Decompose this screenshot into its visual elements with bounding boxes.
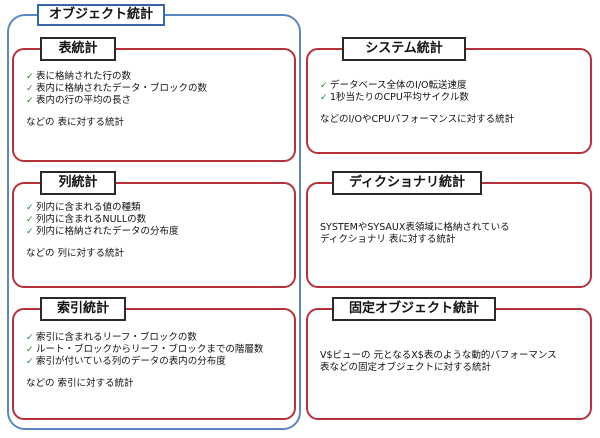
table-stats-trailer: などの 表に対する統計 xyxy=(26,117,125,128)
list-item: ✓表内に格納されたデータ・ブロックの数 xyxy=(26,83,208,94)
dictionary-stats-card: ディクショナリ統計 SYSTEMやSYSAUX表領域に格納されている ディクショ… xyxy=(306,171,592,288)
check-icon: ✓ xyxy=(26,84,34,94)
check-icon: ✓ xyxy=(320,81,328,91)
column-stats-card: 列統計 ✓列内に含まれる値の種類 ✓列内に含まれるNULLの数 ✓列内に格納され… xyxy=(12,171,296,288)
column-stats-title: 列統計 xyxy=(40,171,116,195)
fixed-object-stats-body: V$ビューの 元となるX$表のような動的パフォーマンス 表などの固定オブジェクト… xyxy=(320,350,582,374)
dictionary-stats-line: SYSTEMやSYSAUX表領域に格納されている xyxy=(320,222,510,233)
index-stats-card: 索引統計 ✓索引に含まれるリーフ・ブロックの数 ✓ルート・ブロックからリーフ・ブ… xyxy=(12,297,296,420)
index-stats-trailer: などの 索引に対する統計 xyxy=(26,378,134,389)
check-icon: ✓ xyxy=(26,72,34,82)
fixed-object-stats-line: 表などの固定オブジェクトに対する統計 xyxy=(320,362,492,373)
check-icon: ✓ xyxy=(26,215,34,225)
check-icon: ✓ xyxy=(320,93,328,103)
system-stats-card: システム統計 ✓データベース全体のI/O転送速度 ✓1秒当たりのCPU平均サイク… xyxy=(306,37,592,154)
list-item: ✓列内に格納されたデータの分布度 xyxy=(26,226,179,237)
list-item: ✓ルート・ブロックからリーフ・ブロックまでの階層数 xyxy=(26,344,264,355)
dictionary-stats-line: ディクショナリ 表に対する統計 xyxy=(320,234,456,245)
fixed-object-stats-line: V$ビューの 元となるX$表のような動的パフォーマンス xyxy=(320,350,557,361)
check-icon: ✓ xyxy=(26,345,34,355)
column-stats-body: ✓列内に含まれる値の種類 ✓列内に含まれるNULLの数 ✓列内に格納されたデータ… xyxy=(26,202,286,260)
list-item: ✓列内に含まれるNULLの数 xyxy=(26,214,147,225)
list-item: ✓列内に含まれる値の種類 xyxy=(26,202,141,213)
system-stats-trailer: などのI/OやCPUパフォーマンスに対する統計 xyxy=(320,114,515,125)
list-item: ✓データベース全体のI/O転送速度 xyxy=(320,80,467,91)
table-stats-card: 表統計 ✓表に格納された行の数 ✓表内に格納されたデータ・ブロックの数 ✓表内の… xyxy=(12,37,296,162)
list-item: ✓索引に含まれるリーフ・ブロックの数 xyxy=(26,332,197,343)
list-item: ✓表内の行の平均の長さ xyxy=(26,95,132,106)
column-stats-trailer: などの 列に対する統計 xyxy=(26,248,125,259)
dictionary-stats-title: ディクショナリ統計 xyxy=(332,171,482,195)
check-icon: ✓ xyxy=(26,333,34,343)
table-stats-body: ✓表に格納された行の数 ✓表内に格納されたデータ・ブロックの数 ✓表内の行の平均… xyxy=(26,71,286,129)
index-stats-body: ✓索引に含まれるリーフ・ブロックの数 ✓ルート・ブロックからリーフ・ブロックまで… xyxy=(26,332,286,390)
object-stats-title: オブジェクト統計 xyxy=(37,4,166,26)
list-item: ✓索引が付いている列のデータの表内の分布度 xyxy=(26,356,226,367)
system-stats-body: ✓データベース全体のI/O転送速度 ✓1秒当たりのCPU平均サイクル数 などのI… xyxy=(320,80,582,126)
index-stats-title: 索引統計 xyxy=(40,297,126,321)
check-icon: ✓ xyxy=(26,357,34,367)
list-item: ✓表に格納された行の数 xyxy=(26,71,132,82)
check-icon: ✓ xyxy=(26,227,34,237)
check-icon: ✓ xyxy=(26,203,34,213)
list-item: ✓1秒当たりのCPU平均サイクル数 xyxy=(320,92,469,103)
table-stats-title: 表統計 xyxy=(40,37,116,61)
fixed-object-stats-title: 固定オブジェクト統計 xyxy=(332,297,496,321)
fixed-object-stats-card: 固定オブジェクト統計 V$ビューの 元となるX$表のような動的パフォーマンス 表… xyxy=(306,297,592,420)
dictionary-stats-body: SYSTEMやSYSAUX表領域に格納されている ディクショナリ 表に対する統計 xyxy=(320,222,582,246)
system-stats-title: システム統計 xyxy=(342,37,466,61)
check-icon: ✓ xyxy=(26,96,34,106)
